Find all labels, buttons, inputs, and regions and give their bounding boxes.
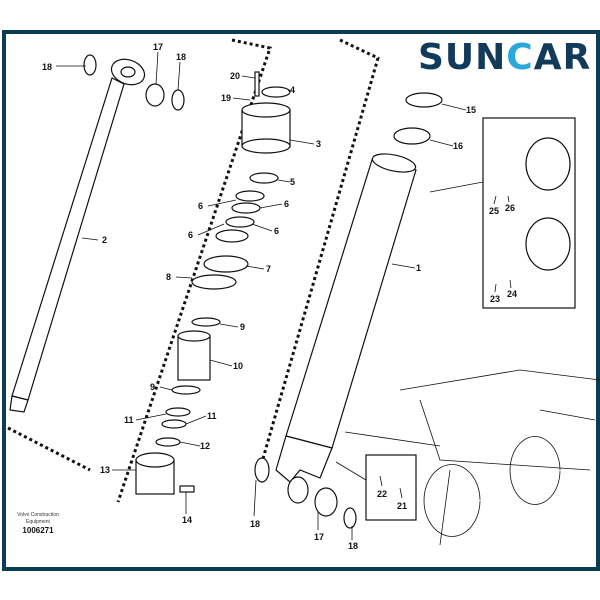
piston-rod [9, 58, 146, 413]
leader-lines [56, 51, 512, 540]
callout-2: 2 [102, 235, 107, 245]
callout-5: 5 [290, 177, 295, 187]
callout-6: 6 [284, 199, 289, 209]
callout-6: 6 [188, 230, 193, 240]
callout-14: 14 [182, 515, 192, 525]
callout-26: 26 [505, 203, 515, 213]
callout-17: 17 [314, 532, 324, 542]
callout-18: 18 [250, 519, 260, 529]
callout-24: 24 [507, 289, 517, 299]
callout-12: 12 [200, 441, 210, 451]
detail-inset-top [429, 117, 576, 309]
callout-11: 11 [207, 411, 217, 421]
manufacturer-caption: Volvo Construction Equipment [0, 512, 76, 526]
callout-18: 18 [348, 541, 358, 551]
callout-8: 8 [166, 272, 171, 282]
callout-18: 18 [42, 62, 52, 72]
loader-sketch [344, 369, 600, 546]
callout-9: 9 [240, 322, 245, 332]
callout-20: 20 [230, 71, 240, 81]
caption-line-2: Equipment [26, 519, 50, 525]
cylinder-head-stack [135, 71, 291, 495]
cylinder-tube [254, 92, 443, 529]
callout-25: 25 [489, 206, 499, 216]
callout-11: 11 [124, 415, 134, 425]
callout-9: 9 [150, 382, 155, 392]
callout-6: 6 [198, 201, 203, 211]
callout-21: 21 [397, 501, 407, 511]
callout-18: 18 [176, 52, 186, 62]
callout-15: 15 [466, 105, 476, 115]
callout-19: 19 [221, 93, 231, 103]
callout-22: 22 [377, 489, 387, 499]
callout-3: 3 [316, 139, 321, 149]
detail-inset-bottom [335, 454, 417, 521]
callout-7: 7 [266, 264, 271, 274]
callout-23: 23 [490, 294, 500, 304]
rod-bushings [83, 54, 185, 111]
part-number: 1006271 [22, 526, 54, 535]
callout-6: 6 [274, 226, 279, 236]
dashed-group-outline-right [260, 38, 380, 463]
callout-4: 4 [290, 85, 295, 95]
callout-1: 1 [416, 263, 421, 273]
dashed-group-outline-left [7, 38, 272, 503]
callout-13: 13 [100, 465, 110, 475]
callout-17: 17 [153, 42, 163, 52]
callout-10: 10 [233, 361, 243, 371]
suncar-logo: SUNCAR [418, 37, 592, 78]
caption-line-1: Volvo Construction [17, 512, 59, 518]
callout-16: 16 [453, 141, 463, 151]
